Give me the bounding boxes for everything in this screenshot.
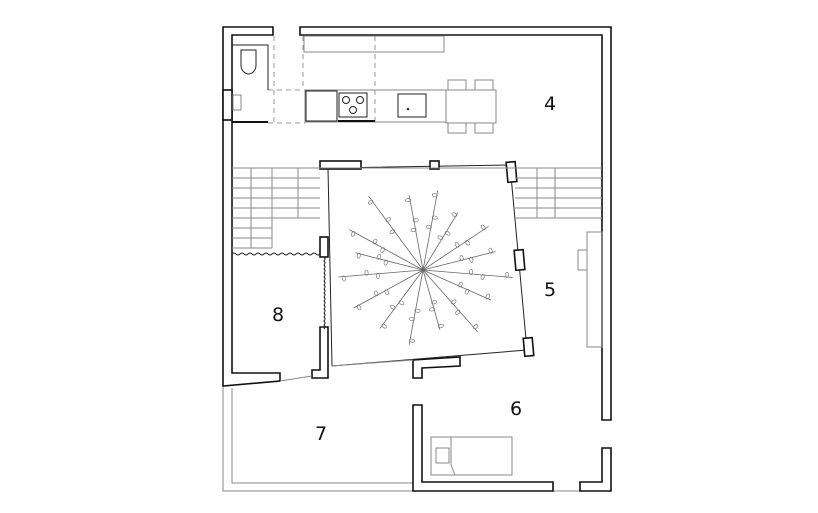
room-label-6: 6 bbox=[510, 398, 522, 420]
stove-icon bbox=[338, 92, 368, 118]
bed-icon bbox=[430, 436, 513, 476]
toilet-icon bbox=[240, 49, 257, 75]
exterior-walls bbox=[222, 26, 612, 492]
sink-icon bbox=[397, 93, 427, 118]
tree-icon bbox=[338, 190, 513, 345]
wardrobe bbox=[586, 231, 603, 348]
dining-table bbox=[445, 89, 497, 124]
fridge bbox=[305, 90, 338, 122]
room-label-4: 4 bbox=[544, 93, 556, 115]
stairs bbox=[232, 167, 602, 249]
room-label-5: 5 bbox=[544, 279, 556, 301]
room-label-7: 7 bbox=[315, 423, 327, 445]
toilet-room bbox=[232, 44, 269, 123]
room-8-partition bbox=[231, 252, 326, 330]
courtyard bbox=[279, 160, 535, 382]
kitchen bbox=[268, 35, 497, 134]
room-label-8: 8 bbox=[272, 304, 284, 326]
